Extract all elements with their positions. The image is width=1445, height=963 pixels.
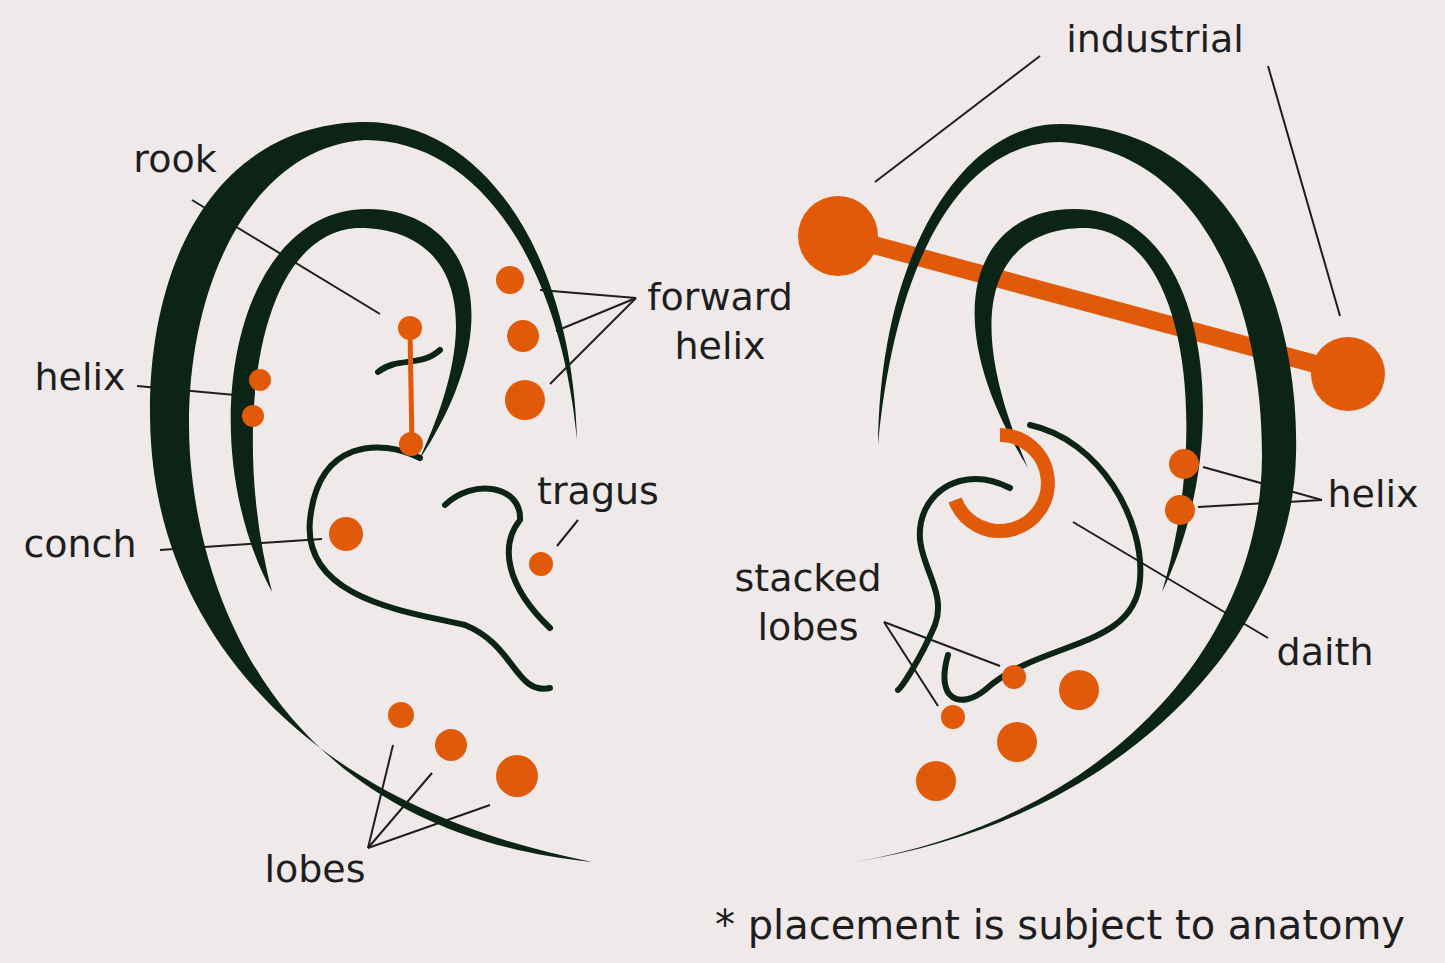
ear-outlines: [150, 122, 1296, 862]
part-label: lobes: [264, 845, 365, 894]
part-label: stacked lobes: [708, 554, 908, 653]
part-label: rook: [133, 135, 216, 184]
part-label: tragus: [537, 467, 659, 516]
piercing-studs: [242, 196, 1385, 801]
ear-details: [310, 350, 1141, 700]
part-label: daith: [1277, 628, 1374, 677]
daith-ring: [955, 435, 1048, 531]
part-label: conch: [23, 520, 136, 569]
part-label: helix: [1327, 470, 1418, 519]
footnote: * placement is subject to anatomy: [715, 899, 1405, 951]
part-label: helix: [34, 353, 125, 402]
part-label: forward helix: [620, 273, 820, 372]
part-label: industrial: [1066, 15, 1244, 64]
